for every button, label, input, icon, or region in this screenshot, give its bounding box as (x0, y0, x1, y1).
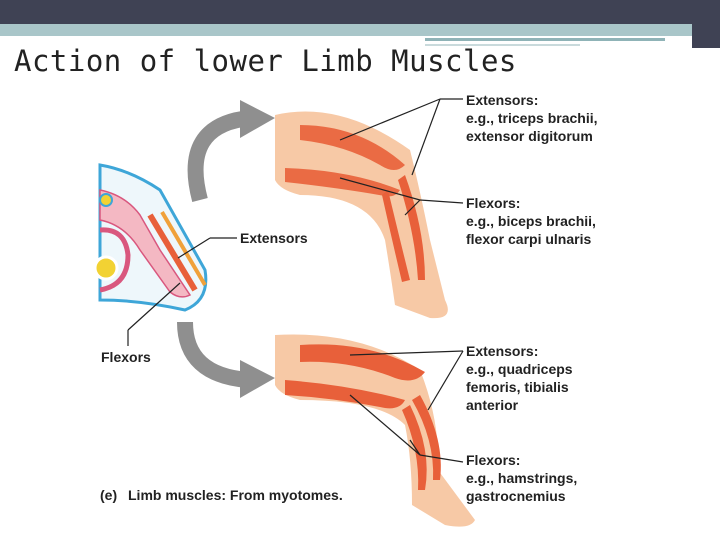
header-accent-stripe (684, 0, 690, 36)
arm-illustration (275, 111, 448, 319)
header-underline-secondary (425, 44, 580, 46)
lower-flexors-heading: Flexors: (466, 452, 520, 468)
upper-flexors-example-2: flexor carpi ulnaris (466, 231, 591, 247)
lower-flexors-example-2: gastrocnemius (466, 488, 566, 504)
upper-extensors-example-2: extensor digitorum (466, 128, 593, 144)
lower-extensors-example-3: anterior (466, 397, 519, 413)
lower-flexors-example-1: e.g., hamstrings, (466, 470, 577, 486)
curved-arrow-upper (187, 100, 275, 203)
figure-caption: Limb muscles: From myotomes. (128, 487, 343, 503)
lower-extensors-heading: Extensors: (466, 343, 538, 359)
embryo-illustration (93, 163, 208, 312)
lower-extensors-example-1: e.g., quadriceps (466, 361, 573, 377)
upper-flexors-example-1: e.g., biceps brachii, (466, 213, 596, 229)
slide-title: Action of lower Limb Muscles (14, 44, 517, 78)
leader-lines (127, 98, 464, 463)
figure-caption-letter: (e) (100, 487, 117, 503)
curved-arrow-lower (177, 321, 275, 398)
upper-extensors-heading: Extensors: (466, 92, 538, 108)
header-teal-band (0, 24, 692, 36)
embryo-flexors-label: Flexors (101, 349, 151, 365)
upper-flexors-heading: Flexors: (466, 195, 520, 211)
header-underline (425, 38, 665, 41)
upper-extensors-example-1: e.g., triceps brachii, (466, 110, 598, 126)
header-accent-block (692, 0, 720, 48)
leg-illustration (275, 334, 475, 527)
embryo-extensors-label: Extensors (240, 230, 308, 246)
slide-header-bar (0, 0, 720, 24)
lower-extensors-example-2: femoris, tibialis (466, 379, 569, 395)
